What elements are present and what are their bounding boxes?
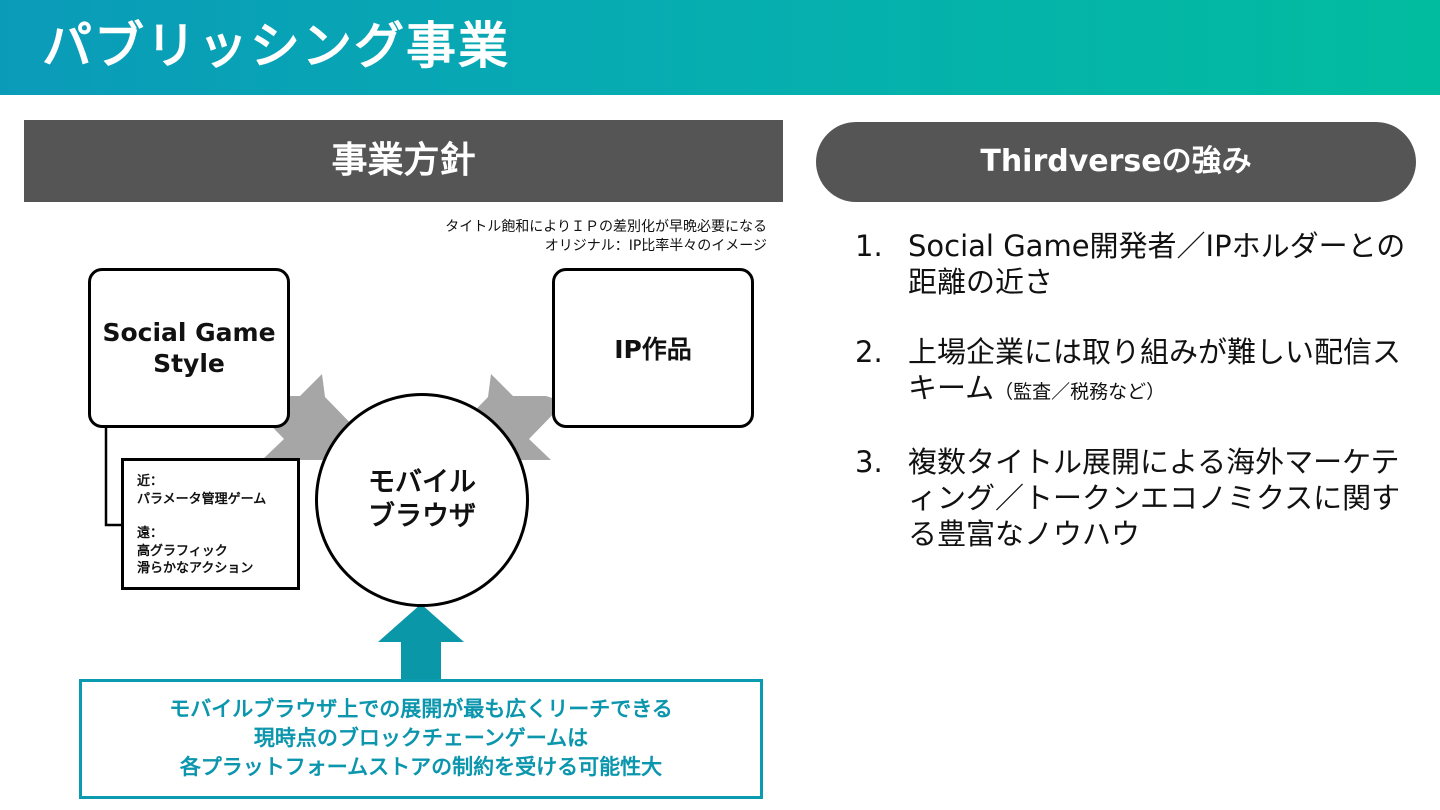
strength-item: 3. 複数タイトル展開による海外マーケティング／トークンエコノミクスに関する豊富… <box>855 444 1415 552</box>
mobile-browser-circle: モバイル ブラウザ <box>315 393 529 607</box>
social-game-style-box: Social Game Style <box>88 268 290 428</box>
strength-subtext: （監査／税務など） <box>994 381 1166 403</box>
strength-number: 3. <box>855 445 883 479</box>
circle-line-1: モバイル <box>368 467 476 498</box>
strength-number: 1. <box>855 229 883 263</box>
bottom-callout: モバイルブラウザ上での展開が最も広くリーチできる 現時点のブロックチェーンゲーム… <box>79 679 763 799</box>
near-item: パラメータ管理ゲーム <box>137 491 267 507</box>
strength-item: 1. Social Game開発者／IPホルダーとの距離の近さ <box>855 228 1415 300</box>
strength-number: 2. <box>855 335 883 369</box>
callout-line-1: モバイルブラウザ上での展開が最も広くリーチできる <box>169 697 673 721</box>
callout-line-3: 各プラットフォームストアの制約を受ける可能性大 <box>179 755 663 779</box>
strength-text: Social Game開発者／IPホルダーとの距離の近さ <box>908 229 1406 299</box>
strength-text: 複数タイトル展開による海外マーケティング／トークンエコノミクスに関する豊富なノウ… <box>908 445 1401 551</box>
ip-works-box: IP作品 <box>552 268 754 428</box>
policy-heading: 事業方針 <box>24 120 783 202</box>
far-item: 滑らかなアクション <box>137 561 254 576</box>
detail-box: 近： パラメータ管理ゲーム 遠： 高グラフィック 滑らかなアクション <box>121 458 300 590</box>
policy-note-line-1: タイトル飽和によりＩＰの差別化が早晩必要になる <box>445 219 767 235</box>
arrow-up-teal <box>378 604 464 680</box>
policy-note-line-2: オリジナル：IP比率半々のイメージ <box>544 238 767 254</box>
page-title: パブリッシング事業 <box>42 17 510 75</box>
strengths-heading: Thirdverseの強み <box>816 122 1416 202</box>
strengths-list: 1. Social Game開発者／IPホルダーとの距離の近さ 2. 上場企業に… <box>855 228 1415 586</box>
policy-note: タイトル飽和によりＩＰの差別化が早晩必要になる オリジナル：IP比率半々のイメー… <box>445 218 767 256</box>
header-banner: パブリッシング事業 <box>0 0 1440 95</box>
circle-line-2: ブラウザ <box>368 501 476 532</box>
connector-line <box>104 428 122 527</box>
ip-box-label: IP作品 <box>614 335 692 364</box>
near-label: 近： <box>137 474 164 489</box>
far-label: 遠： <box>137 526 164 541</box>
strength-text: 上場企業には取り組みが難しい配信スキーム <box>908 335 1402 405</box>
far-item: 高グラフィック <box>137 543 228 559</box>
social-box-line-2: Style <box>153 349 225 378</box>
callout-line-2: 現時点のブロックチェーンゲームは <box>253 726 589 750</box>
social-box-line-1: Social Game <box>102 318 276 347</box>
strength-item: 2. 上場企業には取り組みが難しい配信スキーム（監査／税務など） <box>855 334 1415 410</box>
